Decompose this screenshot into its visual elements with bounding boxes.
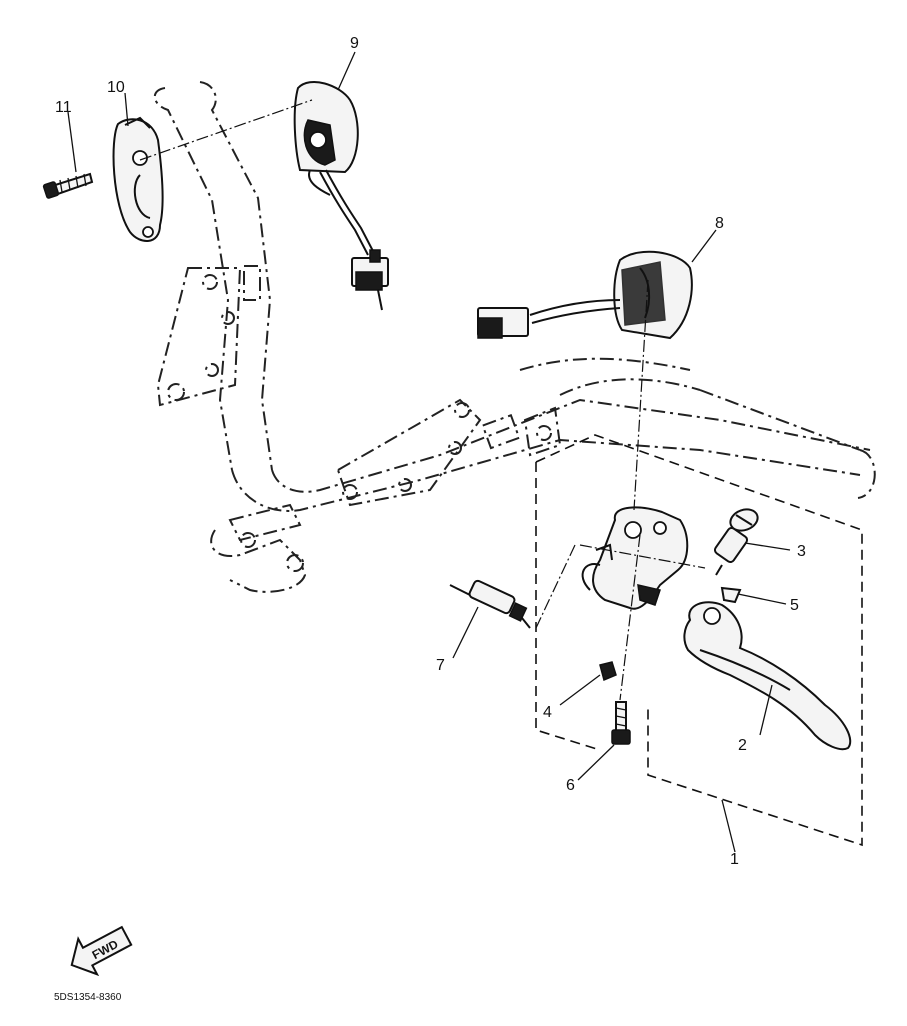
screw-part-11 bbox=[42, 172, 94, 199]
callout-label-2: 2 bbox=[738, 737, 747, 754]
bolt-part-6 bbox=[611, 701, 631, 745]
assembly-boundary-part-1 bbox=[535, 434, 863, 847]
callout-label-1: 1 bbox=[730, 851, 739, 868]
switch-part-9 bbox=[293, 81, 389, 311]
callout-label-3: 3 bbox=[797, 543, 806, 560]
lever-holder bbox=[581, 506, 689, 610]
callout-label-7: 7 bbox=[436, 657, 445, 674]
callout-label-6: 6 bbox=[566, 777, 575, 794]
leader-lines bbox=[67, 51, 791, 853]
switch-half-part-10 bbox=[112, 116, 164, 242]
handlebar-phantom bbox=[153, 81, 876, 593]
callout-label-4: 4 bbox=[543, 704, 552, 721]
cap-part-5 bbox=[720, 586, 742, 604]
adjuster-part-3 bbox=[713, 508, 759, 576]
callout-label-11: 11 bbox=[55, 99, 72, 116]
callout-label-5: 5 bbox=[790, 597, 799, 614]
lever-part-2 bbox=[683, 601, 852, 751]
drawing-code: 5DS1354-8360 bbox=[54, 992, 122, 1003]
callout-label-9: 9 bbox=[350, 35, 359, 52]
switch-part-8 bbox=[477, 250, 693, 340]
alignment-lines bbox=[139, 99, 706, 701]
callout-label-10: 10 bbox=[107, 79, 125, 96]
switch-part-7 bbox=[449, 579, 531, 629]
fwd-arrow-icon: FWD bbox=[70, 925, 133, 977]
nut-part-4 bbox=[599, 661, 617, 682]
callout-label-8: 8 bbox=[715, 215, 724, 232]
callout-labels: 1 2 3 4 5 6 7 8 9 10 11 bbox=[55, 35, 806, 868]
